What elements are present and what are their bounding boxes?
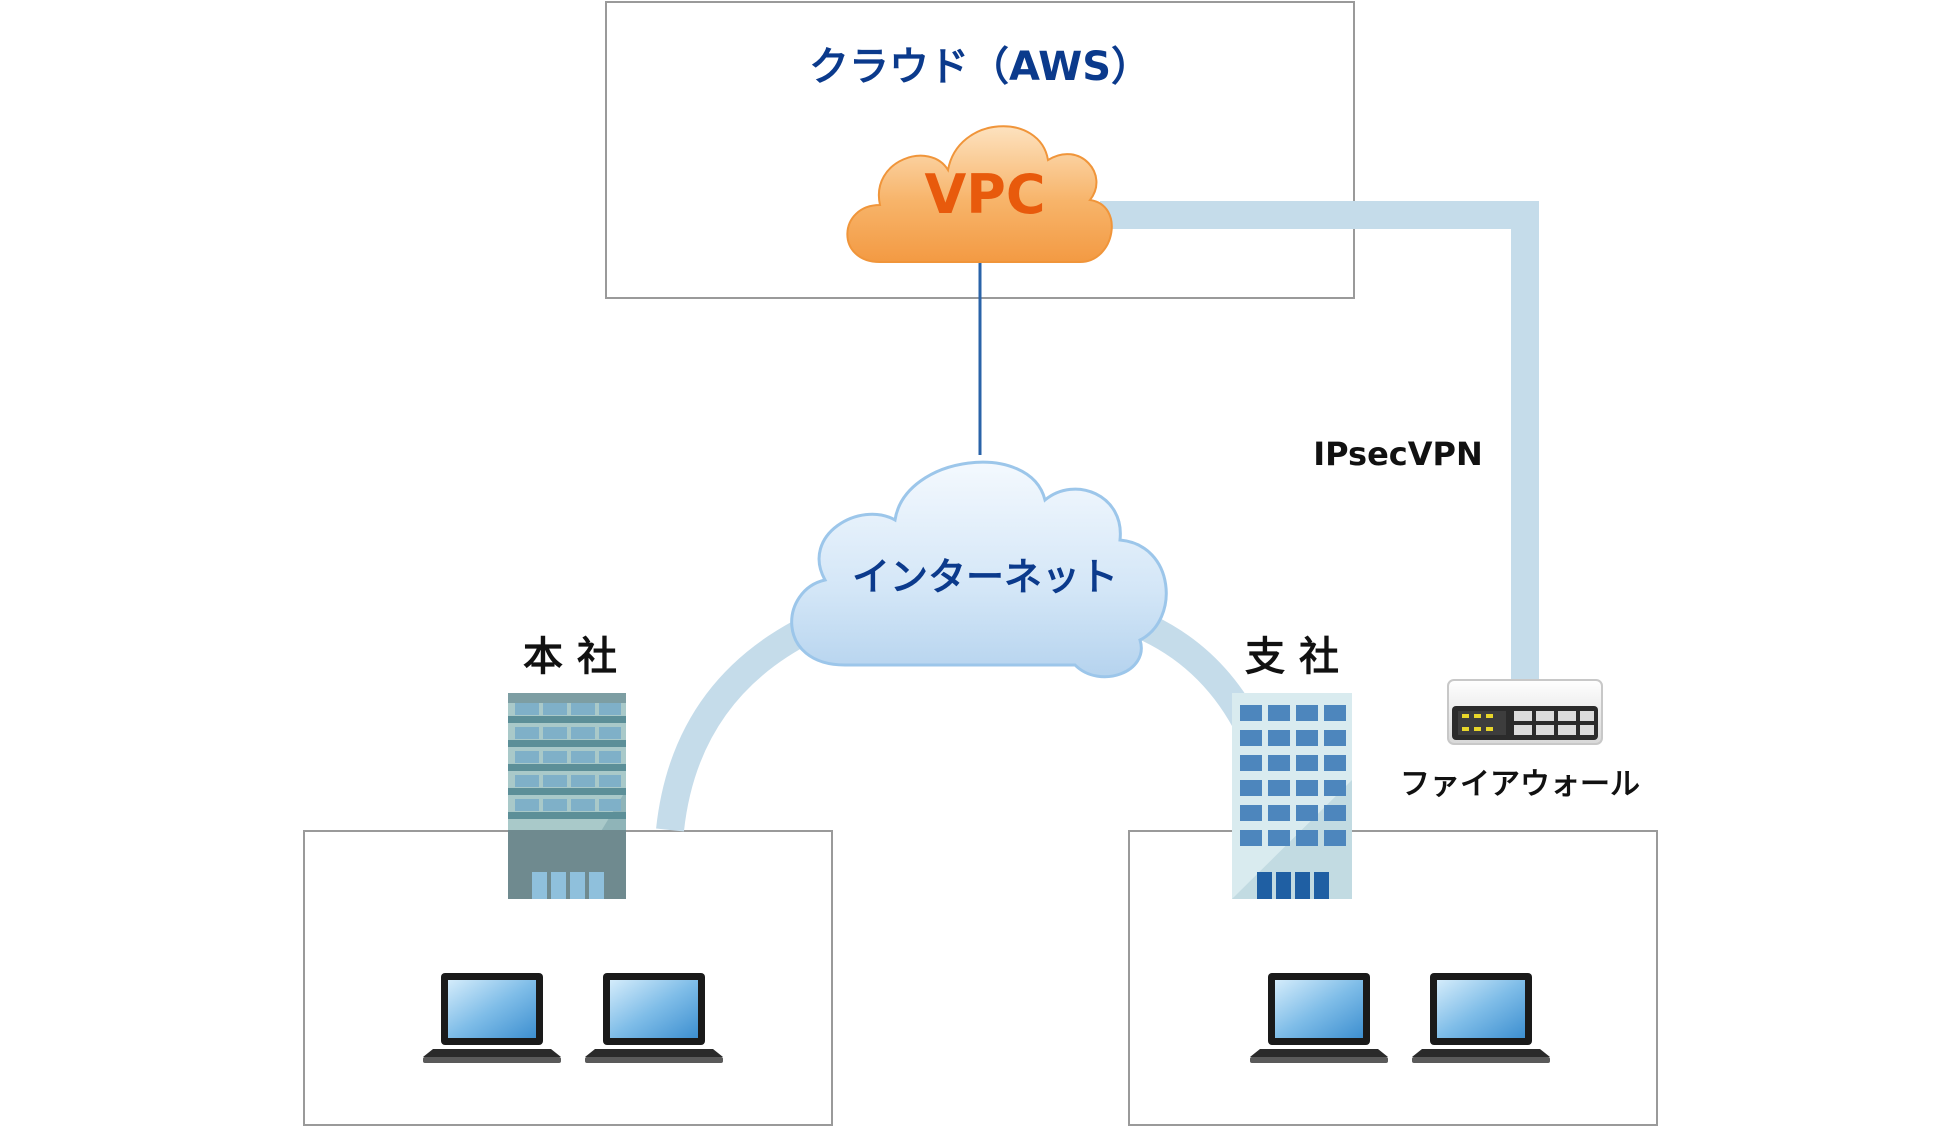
- firewall-label: ファイアウォール: [1400, 767, 1640, 802]
- laptop-icon: [585, 973, 723, 1063]
- laptop-icon: [423, 973, 561, 1063]
- internet-label: インターネット: [852, 555, 1118, 599]
- vpc-label: VPC: [925, 163, 1046, 226]
- vpn-link: [1100, 201, 1539, 680]
- branch-office-building-icon: [1232, 693, 1352, 899]
- vpn-label: IPsecVPN: [1313, 435, 1483, 473]
- internet-cloud-icon: [790, 460, 1168, 679]
- vpc-cloud-icon: [846, 125, 1113, 263]
- head-office-link: [656, 615, 817, 832]
- laptop-icon: [1250, 973, 1388, 1063]
- head-office-label: 本 社: [523, 634, 617, 680]
- firewall-icon: [1447, 679, 1603, 745]
- cloud-aws-title: クラウド（AWS）: [809, 44, 1151, 90]
- head-office-building-icon: [508, 693, 626, 899]
- branch-office-box: [1128, 830, 1658, 1126]
- branch-office-label: 支 社: [1245, 634, 1339, 680]
- laptop-icon: [1412, 973, 1550, 1063]
